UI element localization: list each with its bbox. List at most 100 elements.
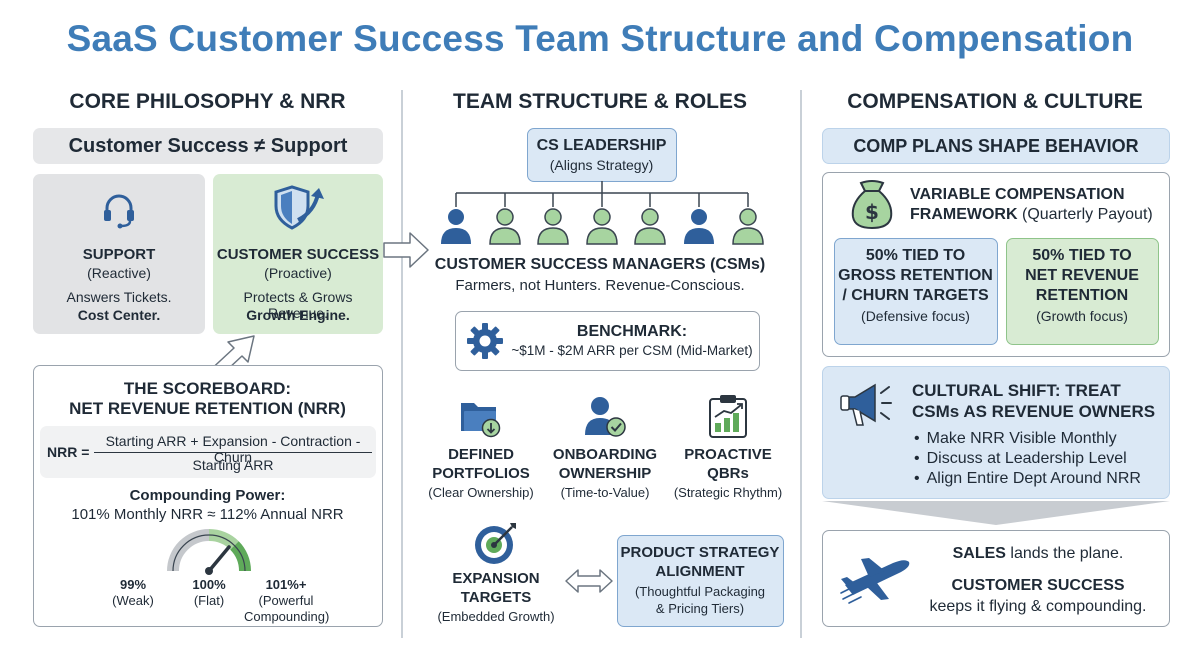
csm-person-icon	[487, 206, 523, 251]
net-l1: 50% TIED TO	[1032, 247, 1132, 264]
cs-mode: (Proactive)	[264, 265, 332, 281]
gross-l1: 50% TIED TO	[865, 247, 966, 264]
variable-comp-line2: FRAMEWORK (Quarterly Payout)	[910, 206, 1153, 224]
gauge-weak-desc: (Weak)	[112, 593, 154, 608]
benchmark-text: ~$1M - $2M ARR per CSM (Mid-Market)	[511, 343, 753, 358]
role-onboarding-line1: ONBOARDING	[552, 446, 658, 463]
expansion-line2: TARGETS	[460, 589, 532, 606]
sales-line: SALES lands the plane.	[921, 545, 1155, 563]
chart-clipboard-icon	[707, 393, 749, 444]
product-line1: PRODUCT STRATEGY	[620, 544, 780, 561]
column-header-team: TEAM STRUCTURE & ROLES	[453, 90, 747, 113]
headset-icon	[99, 190, 139, 230]
page-title: SaaS Customer Success Team Structure and…	[66, 18, 1134, 59]
column-divider	[800, 90, 802, 638]
formula-numerator: Starting ARR + Expansion - Contraction -…	[105, 433, 361, 465]
down-chevron-arrow	[822, 501, 1170, 532]
leadership-title: CS LEADERSHIP	[536, 137, 667, 154]
csm-person-icon	[535, 206, 571, 251]
nrr-formula: NRR = Starting ARR + Expansion - Contrac…	[40, 426, 376, 478]
sales-cs-card: SALES lands the plane. CUSTOMER SUCCESS …	[822, 530, 1170, 627]
cs-bold-line: CUSTOMER SUCCESS	[951, 577, 1125, 594]
column-header-philosophy: CORE PHILOSOPHY & NRR	[69, 90, 346, 113]
list-item: Align Entire Dept Around NRR	[914, 469, 1141, 489]
target-icon	[472, 521, 520, 572]
customer-success-card: CUSTOMER SUCCESS (Proactive) Protects & …	[213, 174, 383, 334]
expansion-sub: (Embedded Growth)	[437, 609, 555, 624]
benchmark-title: BENCHMARK:	[576, 323, 688, 340]
gross-l2: GROSS RETENTION	[838, 267, 993, 284]
expansion-line1: EXPANSION	[452, 570, 540, 587]
cs-desc: Protects & Grows Revenue.	[243, 289, 353, 321]
csm-person-icon	[438, 206, 474, 251]
net-retention-card: 50% TIED TO NET REVENUE RETENTION (Growt…	[1006, 238, 1159, 345]
variable-comp-framework: FRAMEWORK	[910, 206, 1018, 223]
gauge-weak-value: 99%	[119, 577, 147, 592]
gross-l3: / CHURN TARGETS	[842, 287, 989, 304]
gauge-icon	[167, 527, 251, 575]
compounding-text: 101% Monthly NRR ≈ 112% Annual NRR	[71, 506, 344, 523]
role-qbr-line1: PROACTIVE	[684, 446, 772, 463]
arrow-right	[382, 230, 432, 275]
scoreboard-subtitle: NET REVENUE RETENTION (NRR)	[69, 399, 346, 418]
column-divider	[401, 90, 403, 638]
product-line2: ALIGNMENT	[655, 563, 745, 580]
role-onboarding-line2: OWNERSHIP	[558, 465, 652, 482]
support-title: SUPPORT	[82, 246, 156, 263]
csm-person-icon	[632, 206, 668, 251]
role-portfolios-line2: PORTFOLIOS	[432, 465, 530, 482]
cultural-shift-list: Make NRR Visible Monthly Discuss at Lead…	[914, 429, 1141, 489]
support-tag: Cost Center.	[77, 307, 161, 323]
scoreboard-card: THE SCOREBOARD: NET REVENUE RETENTION (N…	[33, 365, 383, 627]
user-check-icon	[582, 393, 628, 444]
sales-rest: lands the plane.	[1005, 545, 1124, 562]
csm-person-icon	[730, 206, 766, 251]
cultural-shift-title: CULTURAL SHIFT: TREAT	[912, 381, 1121, 400]
csm-title: CUSTOMER SUCCESS MANAGERS (CSMs)	[434, 256, 766, 273]
fraction-bar	[94, 452, 372, 453]
column-header-comp: COMPENSATION & CULTURE	[847, 90, 1143, 113]
csm-person-icon	[681, 206, 717, 251]
gauge-flat-value: 100%	[192, 577, 226, 592]
variable-comp-card: $ VARIABLE COMPENSATION FRAMEWORK (Quart…	[822, 172, 1170, 357]
airplane-icon	[839, 555, 917, 605]
support-mode: (Reactive)	[87, 265, 151, 281]
role-qbr-line2: QBRs	[707, 465, 749, 482]
cultural-shift-subtitle: CSMs AS REVENUE OWNERS	[912, 402, 1156, 421]
csm-subtitle: Farmers, not Hunters. Revenue-Conscious.	[455, 277, 745, 294]
role-qbr-sub: (Strategic Rhythm)	[673, 485, 783, 500]
leadership-sub: (Aligns Strategy)	[549, 157, 654, 173]
product-sub2: & Pricing Tiers)	[655, 601, 745, 616]
cs-title: CUSTOMER SUCCESS	[216, 246, 380, 263]
role-onboarding-sub: (Time-to-Value)	[560, 485, 650, 500]
list-item: Make NRR Visible Monthly	[914, 429, 1141, 449]
gross-retention-card: 50% TIED TO GROSS RETENTION / CHURN TARG…	[834, 238, 998, 345]
cultural-shift-card: CULTURAL SHIFT: TREAT CSMs AS REVENUE OW…	[822, 366, 1170, 499]
support-desc: Answers Tickets.	[66, 289, 172, 305]
svg-text:$: $	[865, 200, 879, 224]
support-card: SUPPORT (Reactive) Answers Tickets. Cost…	[33, 174, 205, 334]
folder-icon	[458, 395, 502, 444]
gauge-strong-desc: (Powerful Compounding)	[244, 593, 330, 625]
net-sub: (Growth focus)	[1036, 308, 1128, 324]
role-portfolios-sub: (Clear Ownership)	[428, 485, 534, 500]
money-bag-icon: $	[847, 179, 897, 231]
gauge-flat-desc: (Flat)	[193, 593, 225, 608]
product-sub1: (Thoughtful Packaging	[634, 584, 766, 599]
gross-sub: (Defensive focus)	[861, 308, 970, 324]
megaphone-icon	[839, 379, 895, 431]
philosophy-banner: Customer Success ≠ Support	[33, 128, 383, 164]
formula-label: NRR =	[47, 444, 90, 460]
cs-leadership-box: CS LEADERSHIP (Aligns Strategy)	[527, 128, 677, 182]
gear-icon	[465, 321, 505, 361]
bidirectional-arrow	[564, 566, 614, 601]
formula-denominator: Starting ARR	[192, 457, 274, 473]
csm-person-icon	[584, 206, 620, 251]
org-connector-lines	[455, 181, 749, 207]
gauge-strong-value: 101%+	[265, 577, 307, 592]
comp-banner: COMP PLANS SHAPE BEHAVIOR	[822, 128, 1170, 164]
sales-bold: SALES	[952, 545, 1006, 562]
benchmark-card: BENCHMARK: ~$1M - $2M ARR per CSM (Mid-M…	[455, 311, 760, 371]
list-item: Discuss at Leadership Level	[914, 449, 1141, 469]
variable-comp-payout: (Quarterly Payout)	[1022, 206, 1153, 223]
